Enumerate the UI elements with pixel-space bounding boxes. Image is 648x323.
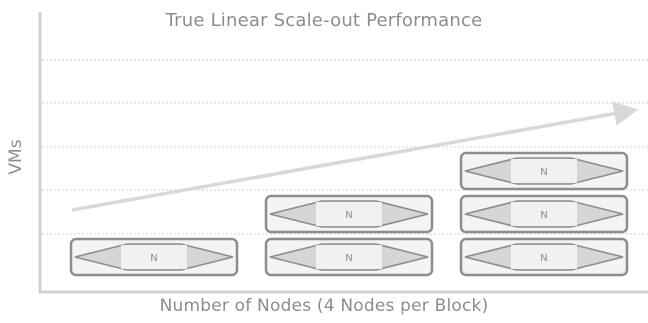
diagram-title: True Linear Scale-out Performance [165, 10, 483, 31]
axes [38, 12, 648, 294]
node-unit: N [459, 151, 629, 191]
node-label: N [540, 210, 547, 221]
node-blocks: N N N N N N [69, 151, 629, 277]
node-label: N [345, 253, 352, 264]
node-label: N [540, 253, 547, 264]
x-axis-label: Number of Nodes (4 Nodes per Block) [159, 296, 489, 316]
node-unit: N [264, 194, 434, 234]
node-label: N [345, 210, 352, 221]
node-unit: N [459, 237, 629, 277]
node-panel [316, 245, 382, 269]
node-unit: N [459, 194, 629, 234]
node-panel [316, 202, 382, 226]
node-panel [511, 159, 577, 183]
node-panel [511, 245, 577, 269]
node-panel [121, 245, 187, 269]
node-unit: N [264, 237, 434, 277]
node-label: N [540, 167, 547, 178]
trend-arrow [71, 101, 639, 212]
node-unit: N [69, 237, 239, 277]
node-panel [511, 202, 577, 226]
node-label: N [150, 253, 157, 264]
